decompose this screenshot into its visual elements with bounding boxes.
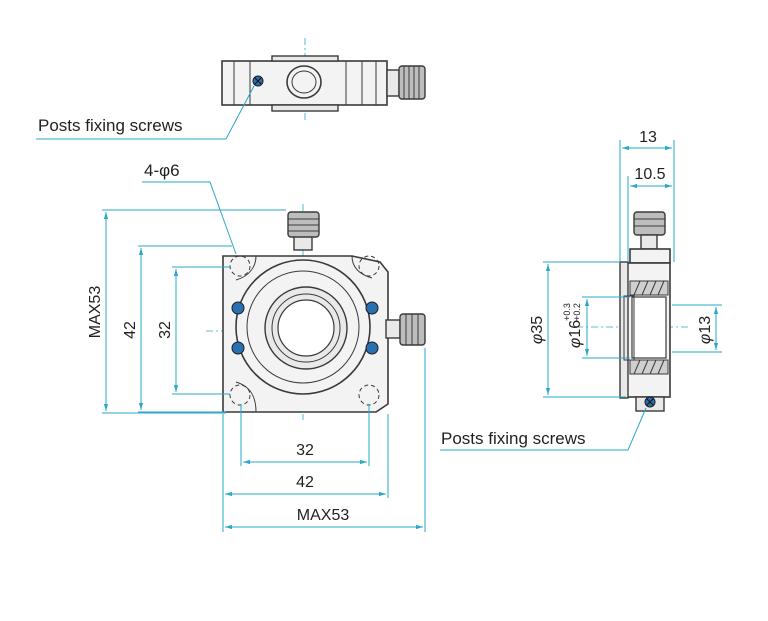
dim-text-vertical-inner: 32 [157,321,174,339]
dim-text-vertical-outer: MAX53 [87,286,104,339]
front-view-top-knob-knurl [288,218,319,232]
dim-text-horizontal-outer: MAX53 [297,507,350,524]
tolerance-lower: +0.2 [572,303,582,321]
dim-text-clear-aperture: φ16 [567,320,584,348]
front-view-ring-step [246,270,360,384]
side-view-screw-label: Posts fixing screws [441,429,586,448]
side-view-screw-slot [646,398,654,406]
top-view-ring-upper [271,55,339,62]
top-view: Posts fixing screws [36,38,426,140]
tolerance-upper: +0.3 [562,303,572,321]
side-view-hatching [633,280,665,375]
front-view: 4-φ6 MAX53 42 32 32 42 MAX53 [87,161,426,532]
side-view-aperture [631,296,667,359]
dim-text-width-inner: 10.5 [634,166,665,183]
hole-leader [142,181,237,255]
side-view-upper-block [629,248,671,264]
front-view-plate-cutouts [235,255,373,413]
side-view-top-knob [633,211,666,236]
dim-text-vertical-mid: 42 [122,321,139,339]
front-view-right-knob-knurl [405,314,419,345]
hole-label: 4-φ6 [144,161,180,180]
front-view-screw-4 [365,341,379,355]
top-view-leader [36,85,255,140]
dim-text-horizontal-inner: 32 [296,442,314,459]
front-view-screw-3 [365,301,379,315]
front-view-hole-top-left [229,255,251,277]
top-view-adjuster-knob [398,65,426,100]
front-view-screw-1 [231,301,245,315]
side-view-knob-shaft [640,234,658,250]
top-view-bore-inner [291,70,317,94]
front-view-top-adjuster-shaft [293,235,313,251]
dim-text-outer-diameter: φ35 [529,316,546,344]
top-view-ribs [233,61,377,105]
dim-text-width-total: 13 [639,129,657,146]
top-view-ring-lower [271,104,339,112]
side-view-lens-step [623,295,635,361]
top-view-adjuster-shaft [386,69,400,97]
side-view-leader [440,407,647,451]
front-view-aperture [277,299,335,357]
front-view-hole-bottom-left [229,384,251,406]
top-view-screw-slot [254,77,262,85]
side-view-section-top [629,280,669,296]
side-view-section-bottom [629,359,669,375]
dim-text-horizontal-mid: 42 [296,474,314,491]
top-view-screw-label: Posts fixing screws [38,116,183,135]
front-view-aperture-outer [271,293,341,363]
dim-text-inner-diameter: φ13 [697,316,714,344]
side-view: 13 10.5 φ35 φ16 +0.3 +0.2 φ13 Posts fixi… [440,129,722,451]
front-view-right-adjuster-shaft [385,319,401,339]
front-view-hole-top-right [358,255,380,277]
front-view-screw-2 [231,341,245,355]
side-view-knob-knurl [634,218,665,227]
top-view-knob-knurl [403,66,420,99]
